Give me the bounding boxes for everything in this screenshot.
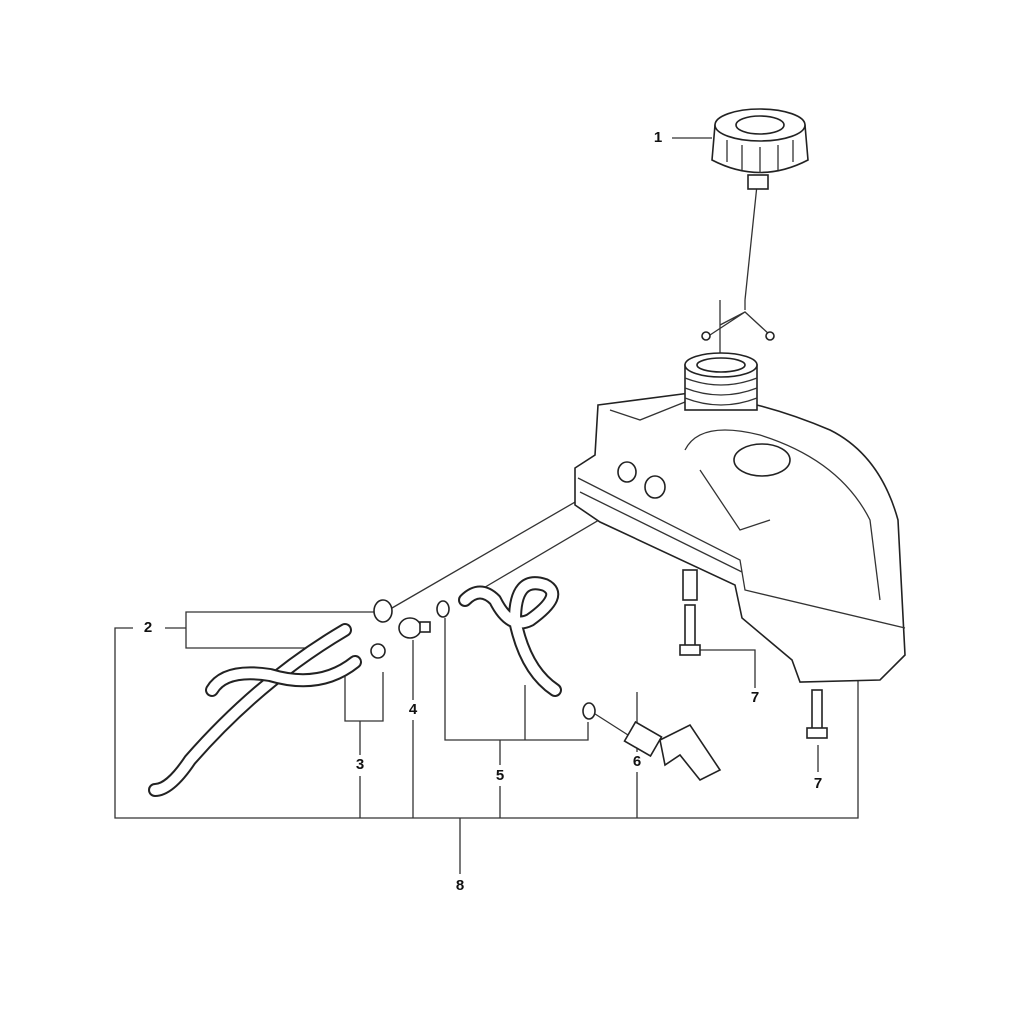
callout-8: 8 (453, 877, 467, 894)
fuel-cap-drawing (701, 108, 809, 341)
callout-4: 4 (406, 701, 420, 718)
bolts-drawing (679, 604, 828, 739)
callout-7-upper: 7 (748, 689, 762, 706)
callout-6: 6 (630, 753, 644, 770)
callout-7-lower: 7 (811, 775, 825, 792)
fuel-tank-drawing (574, 352, 906, 683)
hoses-drawing (148, 576, 722, 797)
callout-5: 5 (493, 767, 507, 784)
callout-1: 1 (651, 129, 665, 146)
callout-2: 2 (141, 619, 155, 636)
callout-3: 3 (353, 756, 367, 773)
